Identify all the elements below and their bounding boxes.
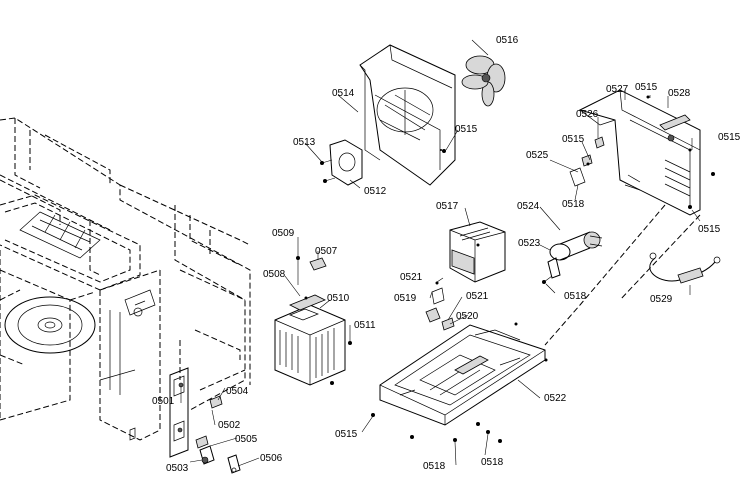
- label-0515-c: 0515: [635, 82, 658, 93]
- label-0522: 0522: [544, 393, 567, 404]
- door-switch-assembly: [169, 367, 241, 474]
- transformer: [449, 221, 506, 283]
- label-0518-d: 0518: [481, 457, 504, 468]
- label-0510: 0510: [327, 293, 350, 304]
- label-0518-b: 0518: [564, 291, 587, 302]
- label-0517: 0517: [436, 201, 459, 212]
- fan-duct: [320, 44, 456, 186]
- label-0524: 0524: [517, 201, 540, 212]
- label-0518-c: 0518: [423, 461, 446, 472]
- label-0506: 0506: [260, 453, 283, 464]
- oven-cavity: [0, 117, 251, 441]
- label-0512: 0512: [364, 186, 387, 197]
- label-0513: 0513: [293, 137, 316, 148]
- label-0516: 0516: [496, 35, 519, 46]
- label-0515-b: 0515: [562, 134, 585, 145]
- label-0505: 0505: [235, 434, 258, 445]
- label-0529: 0529: [650, 294, 673, 305]
- label-0525: 0525: [526, 150, 549, 161]
- label-0519: 0519: [394, 293, 417, 304]
- wire-harness: [649, 252, 721, 284]
- leader-lines: [180, 39, 701, 467]
- label-0521-a: 0521: [400, 272, 423, 283]
- part-labels: 0501 0502 0503 0504 0505 0506 0507 0508 …: [152, 35, 741, 474]
- capacitor: [542, 231, 603, 284]
- label-0515-f: 0515: [335, 429, 358, 440]
- label-0523: 0523: [518, 238, 541, 249]
- label-0526: 0526: [576, 109, 599, 120]
- base-plate: [371, 281, 548, 443]
- label-0527: 0527: [606, 84, 629, 95]
- label-0514: 0514: [332, 88, 355, 99]
- label-0509: 0509: [272, 228, 295, 239]
- label-0515-a: 0515: [455, 124, 478, 135]
- label-0502: 0502: [218, 420, 241, 431]
- label-0528: 0528: [668, 88, 691, 99]
- label-0503: 0503: [166, 463, 189, 474]
- label-0501: 0501: [152, 396, 175, 407]
- label-0521-b: 0521: [466, 291, 489, 302]
- label-0507: 0507: [315, 246, 338, 257]
- label-0508: 0508: [263, 269, 286, 280]
- label-0518-a: 0518: [562, 199, 585, 210]
- label-0515-d: 0515: [718, 132, 741, 143]
- control-panel-bracket: [544, 89, 715, 346]
- label-0504: 0504: [226, 386, 249, 397]
- magnetron: [274, 256, 352, 386]
- label-0520: 0520: [456, 311, 479, 322]
- label-0515-e: 0515: [698, 224, 721, 235]
- fan-blade: [461, 55, 506, 107]
- label-0511: 0511: [354, 320, 376, 331]
